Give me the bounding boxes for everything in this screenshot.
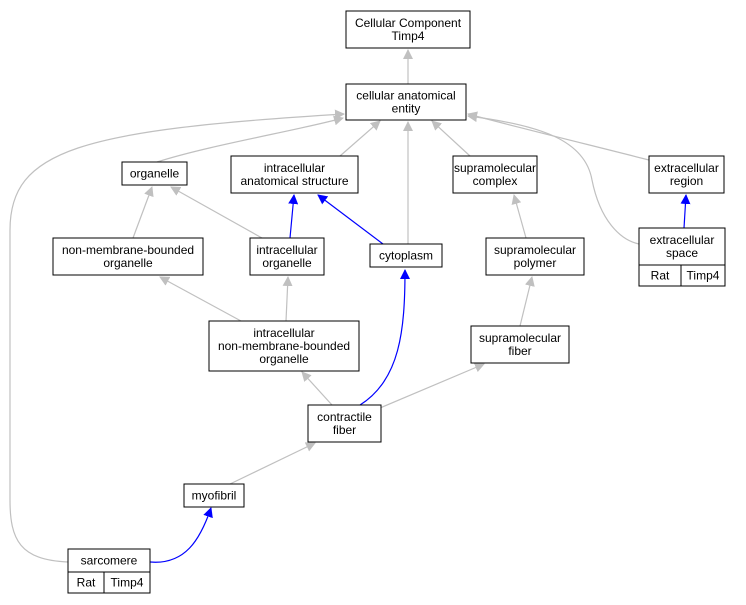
node-box [470,325,570,364]
node-label-line: organelle [130,167,180,181]
node-label-line: supramolecular [454,161,536,175]
node-box [307,404,382,443]
node-label-line: contractile [317,410,372,424]
node-box [345,10,471,49]
node-box [638,227,726,266]
badge-box [103,571,151,594]
node-label-line: organelle [262,256,312,270]
node-label-line: extracellular [654,161,719,175]
node-box [230,155,359,194]
node-label-line: intracellular [253,326,314,340]
node-label-line: entity [392,102,421,116]
node-label-line: cytoplasm [379,249,433,263]
edges [9,49,691,563]
node-label-line: sarcomere [81,554,138,568]
node-box [369,243,443,268]
node-label-line: space [666,246,698,260]
node-cytoplasm[interactable]: cytoplasm [369,243,443,268]
edge-organelle-to-cae [156,115,344,163]
edge-sarc-to-myo [149,507,213,563]
node-label-line: Timp4 [392,29,425,43]
edge-ecs-to-cae [467,112,640,245]
node-label-line: extracellular [650,233,715,247]
node-box [648,155,725,194]
node-box [121,161,188,186]
badge-label: Timp4 [687,269,720,283]
badge-rat: Rat [67,571,105,594]
edge-myo-to-cf [229,442,316,485]
badge-label: Rat [651,269,670,283]
node-label-line: supramolecular [479,331,561,345]
badge-timp4: Timp4 [680,264,726,287]
node-label-line: supramolecular [494,243,576,257]
node-box [452,155,538,194]
node-label-line: Cellular Component [355,16,462,30]
node-box [183,483,245,508]
edge-cf-to-smf [379,362,485,409]
node-label-line: myofibril [192,489,237,503]
badge-box [680,264,726,287]
edge-nmbo-to-organelle [132,186,154,239]
node-organelle[interactable]: organelle [121,161,188,186]
node-label-line: cellular anatomical [356,89,455,103]
edge-smp-to-smc [511,194,527,239]
edge-io-to-organelle [170,186,263,239]
badge-label: Timp4 [111,576,144,590]
node-label-line: non-membrane-bounded [62,243,194,257]
edge-inmbo-to-io [282,276,293,322]
edge-ecs-to-ecr [680,194,691,229]
node-label-line: fiber [508,344,531,358]
edge-ias-to-cae [339,120,381,157]
node-box [208,320,360,372]
node-label-line: intracellular [256,243,317,257]
edge-sarc-to-cae [9,109,345,563]
node-label-line: complex [473,174,518,188]
node-intracellular-non-membrane-bounded-organelle[interactable]: intracellularnon-membrane-boundedorganel… [208,320,360,372]
node-label-line: non-membrane-bounded [218,339,350,353]
edge-inmbo-to-nmbo [159,276,242,322]
node-label-line: anatomical structure [240,174,348,188]
node-label-line: polymer [514,256,557,270]
node-box [485,237,585,276]
node-box [52,237,204,276]
node-label-line: fiber [333,423,356,437]
node-myofibril[interactable]: myofibril [183,483,245,508]
edge-cyto-to-ias [317,194,384,245]
edge-cf-to-inmbo [301,371,333,406]
edge-ecr-to-cae [467,111,650,161]
badge-label: Rat [77,576,96,590]
badge-rat: Rat [638,264,682,287]
node-label-line: organelle [259,352,309,366]
node-label-line: organelle [103,256,153,270]
node-label-line: intracellular [264,161,325,175]
node-box [345,83,467,121]
badge-timp4: Timp4 [103,571,151,594]
node-label-line: region [670,174,703,188]
edge-smf-to-smp [519,276,535,327]
edge-io-to-ias [288,194,299,239]
edge-cf-to-cyto [359,269,410,406]
node-box [249,237,325,276]
edge-smc-to-cae [431,120,471,157]
